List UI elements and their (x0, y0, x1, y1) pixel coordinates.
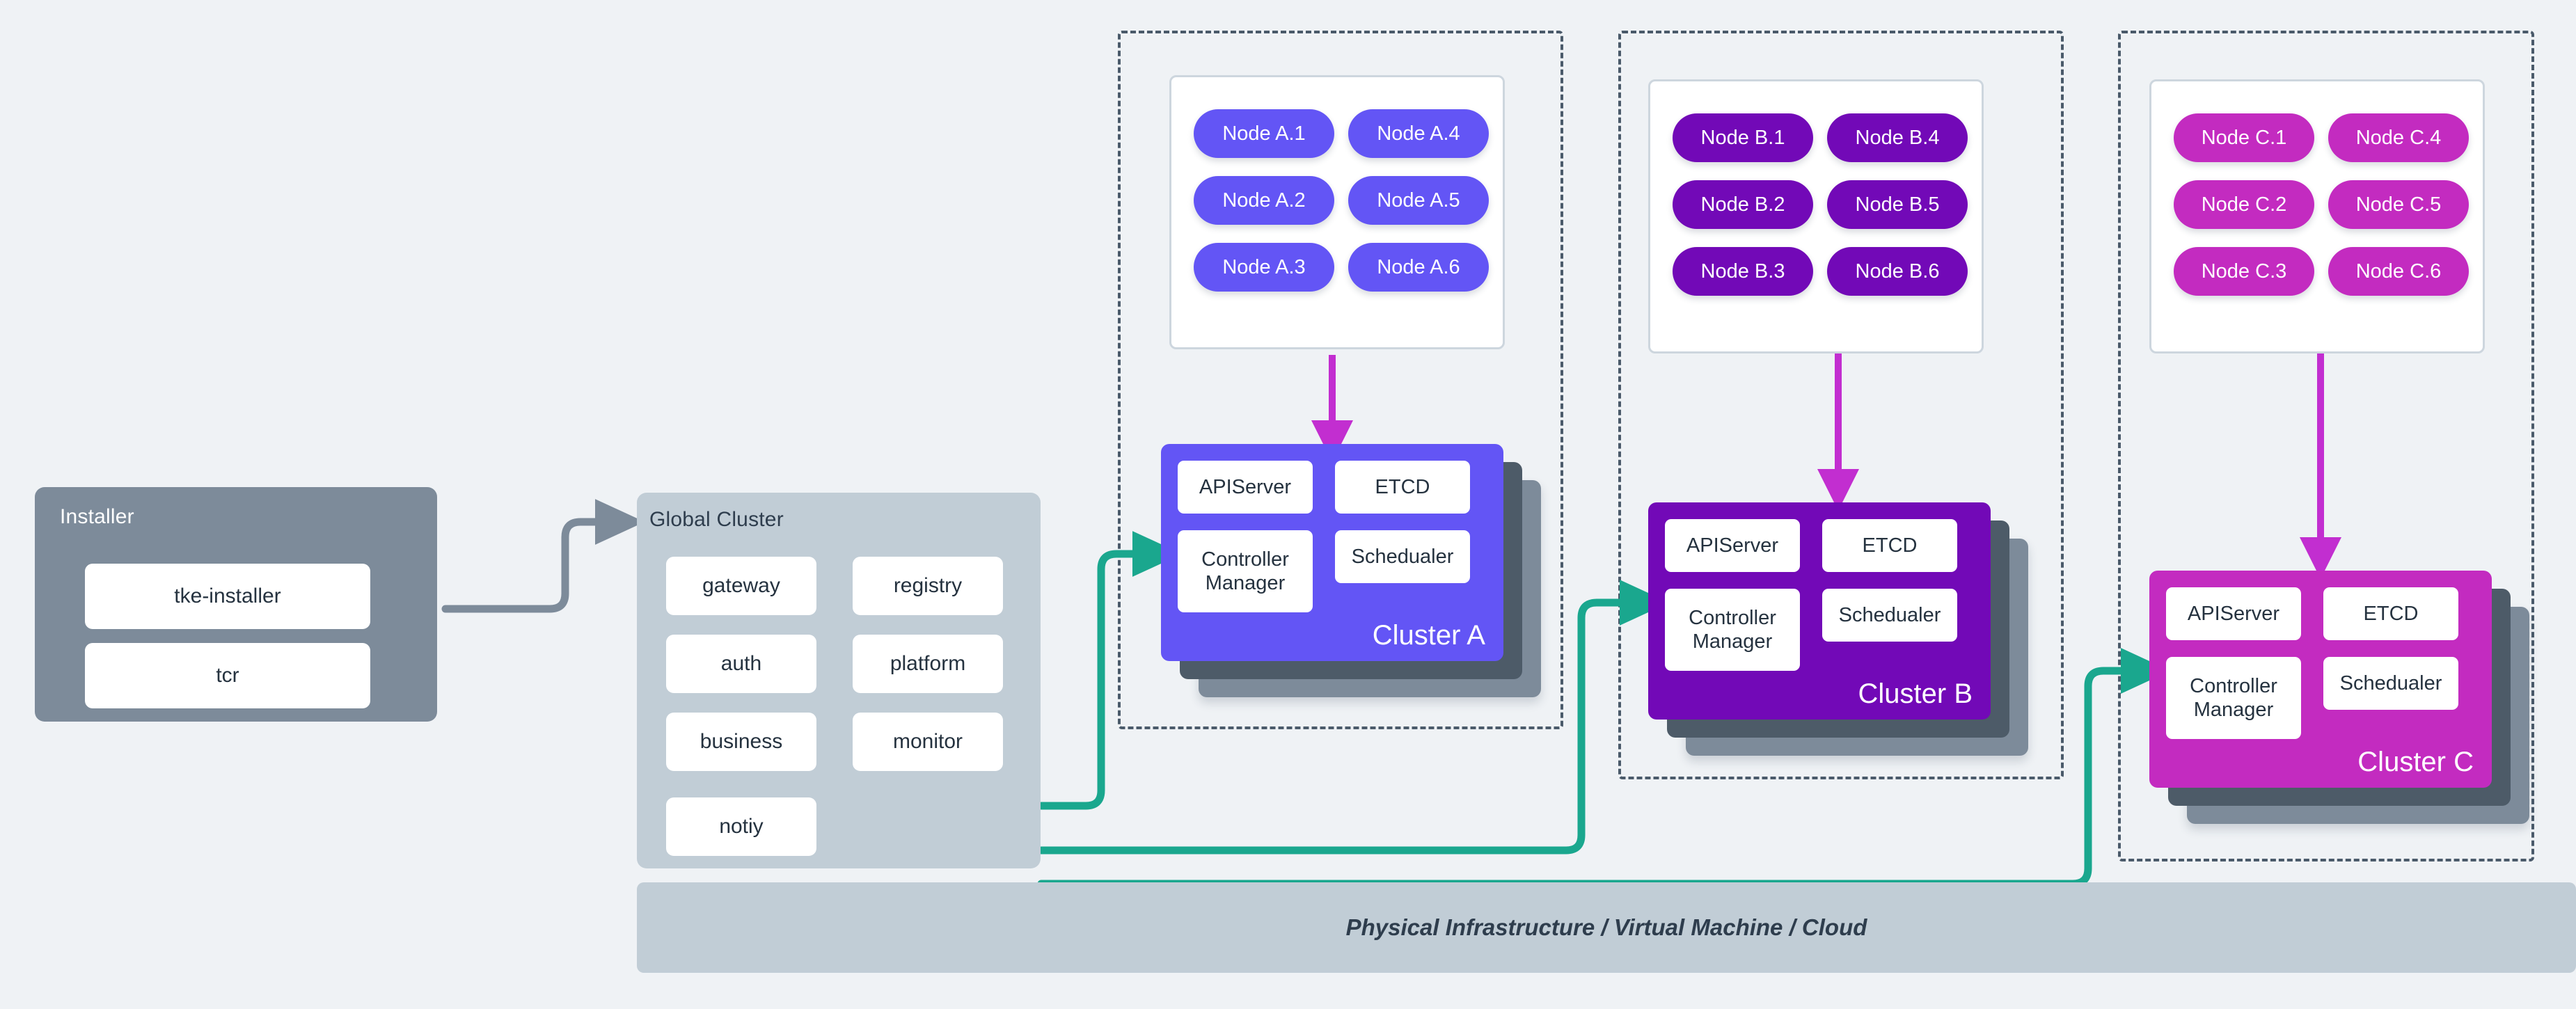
node-pill-a2[interactable]: Node A.2 (1194, 176, 1334, 225)
cluster-a-apiserver[interactable]: APIServer (1178, 461, 1313, 514)
cluster-b-name: Cluster B (1858, 678, 1973, 709)
infrastructure-label: Physical Infrastructure / Virtual Machin… (1345, 914, 1867, 940)
node-pill-b5[interactable]: Node B.5 (1827, 180, 1968, 229)
node-pill-b3[interactable]: Node B.3 (1673, 247, 1813, 296)
node-pill-c3[interactable]: Node C.3 (2174, 247, 2314, 296)
cluster-a-node-pool: Node A.1 Node A.4 Node A.2 Node A.5 Node… (1169, 75, 1505, 349)
cluster-c-region (2118, 31, 2534, 861)
global-chip-platform[interactable]: platform (853, 635, 1003, 693)
cluster-a-etcd[interactable]: ETCD (1335, 461, 1470, 514)
global-cluster-panel: Global Cluster gateway registry auth pla… (637, 493, 1041, 868)
cluster-c-name: Cluster C (2357, 747, 2474, 777)
cluster-a-scheduler[interactable]: Schedualer (1335, 530, 1470, 583)
node-pill-a4[interactable]: Node A.4 (1348, 109, 1489, 158)
global-chip-registry[interactable]: registry (853, 557, 1003, 615)
connector-installer-to-global (441, 499, 645, 613)
node-pill-b2[interactable]: Node B.2 (1673, 180, 1813, 229)
node-pill-c2[interactable]: Node C.2 (2174, 180, 2314, 229)
installer-chip-tke-installer[interactable]: tke-installer (85, 564, 370, 629)
global-chip-notiy[interactable]: notiy (666, 797, 816, 856)
node-pill-a5[interactable]: Node A.5 (1348, 176, 1489, 225)
cluster-c-card: APIServer ETCD Controller Manager Schedu… (2149, 571, 2492, 788)
cluster-c-apiserver[interactable]: APIServer (2166, 587, 2301, 640)
infrastructure-bar: Physical Infrastructure / Virtual Machin… (637, 882, 2576, 973)
global-chip-gateway[interactable]: gateway (666, 557, 816, 615)
node-pill-c1[interactable]: Node C.1 (2174, 113, 2314, 162)
global-chip-business[interactable]: business (666, 713, 816, 771)
global-cluster-title: Global Cluster (649, 508, 784, 531)
cluster-a-name: Cluster A (1372, 620, 1485, 651)
cluster-a-controller-manager[interactable]: Controller Manager (1178, 530, 1313, 612)
node-pill-c5[interactable]: Node C.5 (2328, 180, 2469, 229)
node-pill-c4[interactable]: Node C.4 (2328, 113, 2469, 162)
node-pill-b1[interactable]: Node B.1 (1673, 113, 1813, 162)
cluster-b-etcd[interactable]: ETCD (1822, 519, 1957, 572)
installer-title: Installer (60, 505, 134, 528)
global-chip-auth[interactable]: auth (666, 635, 816, 693)
cluster-c-node-pool: Node C.1 Node C.4 Node C.2 Node C.5 Node… (2149, 79, 2485, 353)
cluster-c-etcd[interactable]: ETCD (2323, 587, 2458, 640)
node-pill-b4[interactable]: Node B.4 (1827, 113, 1968, 162)
installer-chip-tcr[interactable]: tcr (85, 643, 370, 708)
node-pill-a1[interactable]: Node A.1 (1194, 109, 1334, 158)
cluster-b-scheduler[interactable]: Schedualer (1822, 589, 1957, 642)
cluster-b-node-pool: Node B.1 Node B.4 Node B.2 Node B.5 Node… (1648, 79, 1984, 353)
global-chip-monitor[interactable]: monitor (853, 713, 1003, 771)
node-pill-c6[interactable]: Node C.6 (2328, 247, 2469, 296)
cluster-c-scheduler[interactable]: Schedualer (2323, 657, 2458, 710)
node-pill-a3[interactable]: Node A.3 (1194, 243, 1334, 292)
installer-panel: Installer tke-installer tcr (35, 487, 437, 722)
cluster-b-apiserver[interactable]: APIServer (1665, 519, 1800, 572)
cluster-c-controller-manager[interactable]: Controller Manager (2166, 657, 2301, 739)
cluster-a-card: APIServer ETCD Controller Manager Schedu… (1161, 444, 1503, 661)
node-pill-b6[interactable]: Node B.6 (1827, 247, 1968, 296)
node-pill-a6[interactable]: Node A.6 (1348, 243, 1489, 292)
cluster-b-card: APIServer ETCD Controller Manager Schedu… (1648, 502, 1991, 720)
cluster-b-controller-manager[interactable]: Controller Manager (1665, 589, 1800, 671)
